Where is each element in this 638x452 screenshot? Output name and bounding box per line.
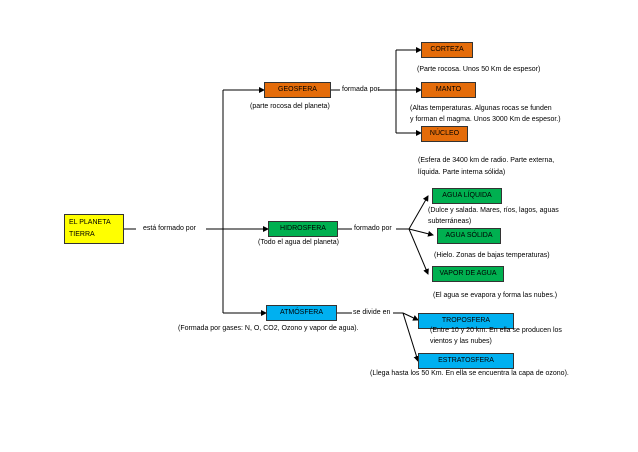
note-atmosfera: (Formada por gases: N, O, CO2, Ozono y v… <box>178 325 359 332</box>
note-manto-line2: y forman el magma. Unos 3000 Km de espes… <box>410 116 561 123</box>
connector-root-label: está formado por <box>143 225 196 232</box>
node-atmosfera: ATMÓSFERA <box>266 305 337 321</box>
node-troposfera: TROPOSFERA <box>418 313 514 329</box>
node-agua-solida: AGUA SÓLIDA <box>437 228 501 244</box>
note-troposfera-line1: (Entre 10 y 20 km. En ella se producen l… <box>430 327 562 334</box>
note-troposfera-line2: vientos y las nubes) <box>430 338 492 345</box>
node-nucleo: NÚCLEO <box>421 126 468 142</box>
node-manto: MANTO <box>421 82 476 98</box>
node-geosfera: GEOSFERA <box>264 82 331 98</box>
root-label-line1: EL PLANETA <box>69 219 111 227</box>
connector-hidrosfera-label: formado por <box>354 225 392 232</box>
note-nucleo-line2: líquida. Parte interna sólida) <box>418 169 506 176</box>
note-corteza: (Parte rocosa. Unos 50 Km de espesor) <box>417 66 541 73</box>
node-estratosfera: ESTRATOSFERA <box>418 353 514 369</box>
root-node-planeta-tierra: EL PLANETA TIERRA <box>64 214 124 244</box>
note-estratosfera: (Llega hasta los 50 Km. En ella se encue… <box>370 370 569 377</box>
note-manto-line1: (Altas temperaturas. Algunas rocas se fu… <box>410 105 552 112</box>
node-hidrosfera: HIDROSFERA <box>268 221 338 237</box>
root-label-line2: TIERRA <box>69 230 95 238</box>
note-agua-liquida-line1: (Dulce y salada. Mares, ríos, lagos, agu… <box>428 207 559 214</box>
node-agua-liquida: AGUA LÍQUIDA <box>432 188 502 204</box>
note-agua-solida: (Hielo. Zonas de bajas temperaturas) <box>434 252 550 259</box>
note-nucleo-line1: (Esfera de 3400 km de radio. Parte exter… <box>418 157 555 164</box>
note-hidrosfera: (Todo el agua del planeta) <box>258 239 339 246</box>
node-vapor-de-agua: VAPOR DE AGUA <box>432 266 504 282</box>
note-vapor-de-agua: (El agua se evapora y forma las nubes.) <box>433 292 558 299</box>
connector-atmosfera-label: se divide en <box>353 309 391 316</box>
node-corteza: CORTEZA <box>421 42 473 58</box>
connector-geosfera-label: formada por <box>342 86 380 93</box>
note-geosfera: (parte rocosa del planeta) <box>250 103 330 110</box>
note-agua-liquida-line2: subterráneas) <box>428 218 472 225</box>
